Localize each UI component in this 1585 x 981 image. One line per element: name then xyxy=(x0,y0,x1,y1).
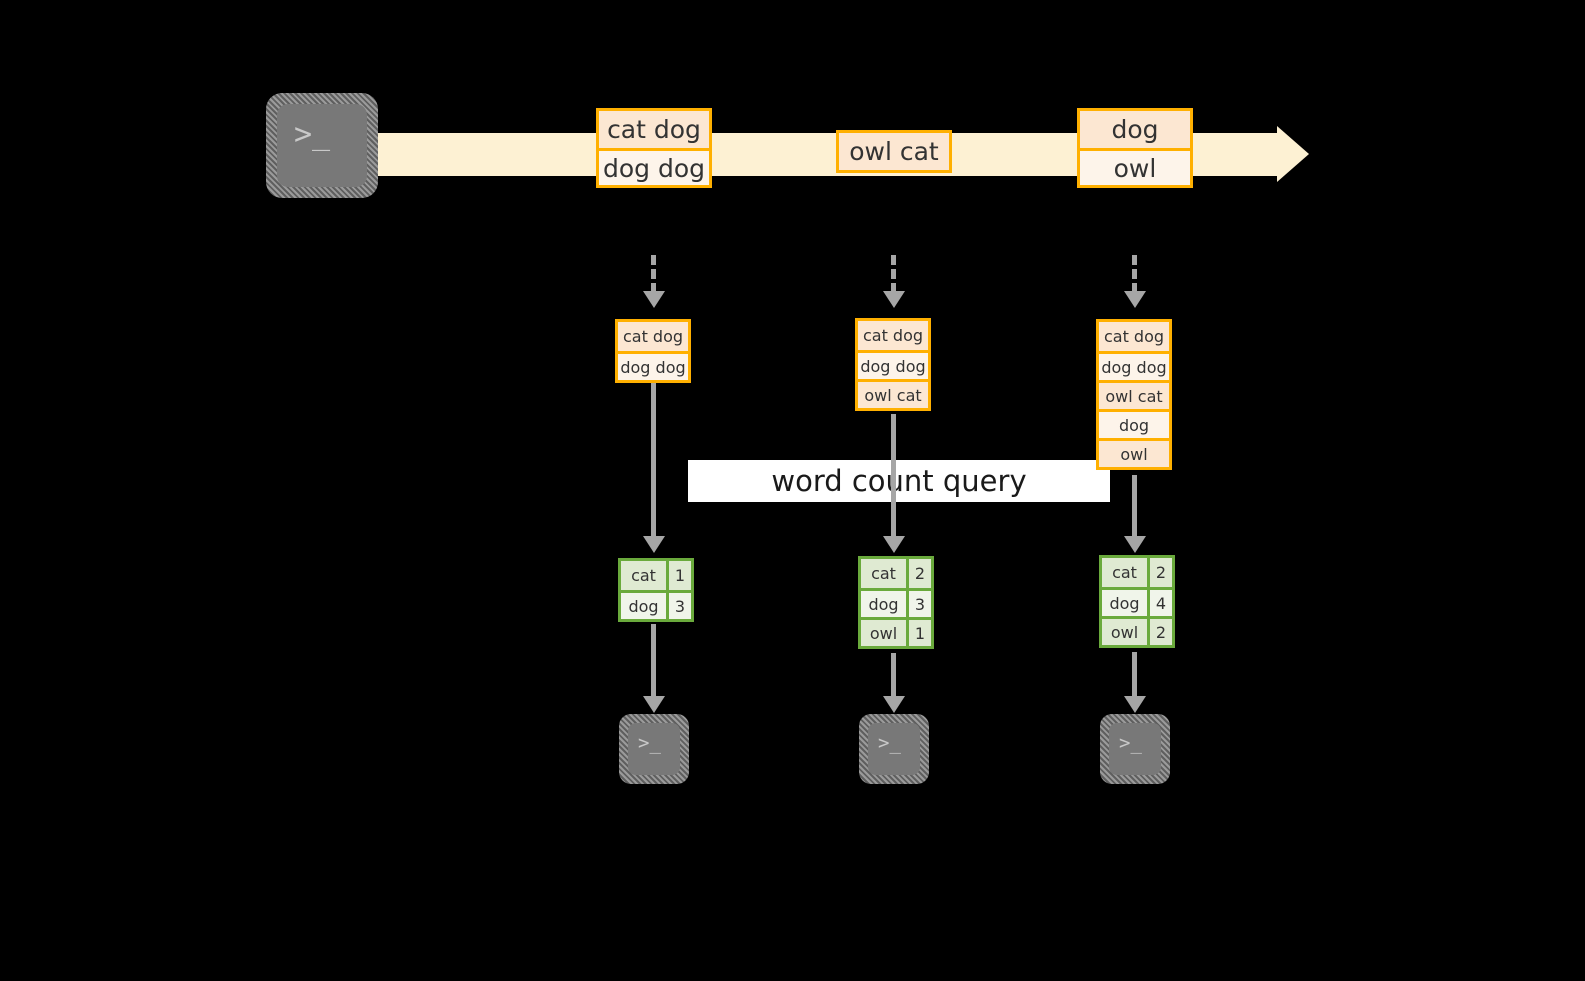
stage-3-consumer-arrowhead xyxy=(1124,696,1146,713)
accumulated-record: cat dog xyxy=(858,321,928,350)
result-word: dog xyxy=(861,591,906,617)
stage-3-result-arrowhead xyxy=(1124,536,1146,553)
result-count: 2 xyxy=(1147,619,1172,645)
terminal-screen: >_ xyxy=(628,723,680,775)
stage-2-result-table[interactable]: cat 2 dog 3 owl 1 xyxy=(858,556,934,649)
stage-1-result-to-consumer-connector xyxy=(651,624,656,698)
result-row: dog 4 xyxy=(1102,587,1172,616)
stage-2-connector-overlay xyxy=(891,460,896,502)
stream-to-stage-3-connector xyxy=(1132,255,1137,293)
stream-record: dog dog xyxy=(599,148,709,185)
stage-2-result-to-consumer-connector xyxy=(891,653,896,698)
stage-3-result-to-consumer-connector xyxy=(1132,652,1137,698)
result-count: 2 xyxy=(906,559,931,588)
stream-to-stage-1-arrowhead xyxy=(643,291,665,308)
stream-record: dog xyxy=(1080,111,1190,148)
result-count: 4 xyxy=(1147,590,1172,616)
stage-2-result-arrowhead xyxy=(883,536,905,553)
stream-record-group-1[interactable]: cat dog dog dog xyxy=(596,108,712,188)
result-row: dog 3 xyxy=(621,590,691,619)
stage-1-accumulated-to-result-connector xyxy=(651,383,656,538)
accumulated-record: owl xyxy=(1099,438,1169,467)
result-word: dog xyxy=(1102,590,1147,616)
terminal-screen: >_ xyxy=(277,104,367,187)
stage-2-consumer-terminal-icon[interactable]: >_ xyxy=(859,714,929,784)
accumulated-record: dog dog xyxy=(618,351,688,380)
stream-arrowhead xyxy=(1277,126,1309,182)
accumulated-record: cat dog xyxy=(618,322,688,351)
result-count: 1 xyxy=(666,561,691,590)
stream-record: cat dog xyxy=(599,111,709,148)
result-row: cat 2 xyxy=(861,559,931,588)
stage-2-consumer-arrowhead xyxy=(883,696,905,713)
terminal-screen: >_ xyxy=(868,723,920,775)
accumulated-record: owl cat xyxy=(1099,380,1169,409)
stream-record: owl xyxy=(1080,148,1190,185)
result-word: cat xyxy=(621,561,666,590)
result-count: 2 xyxy=(1147,558,1172,587)
terminal-prompt-glyph: >_ xyxy=(294,117,331,152)
result-row: cat 2 xyxy=(1102,558,1172,587)
result-row: cat 1 xyxy=(621,561,691,590)
result-word: dog xyxy=(621,593,666,619)
result-row: dog 3 xyxy=(861,588,931,617)
accumulated-record: dog dog xyxy=(1099,351,1169,380)
accumulated-record: owl cat xyxy=(858,379,928,408)
stream-to-stage-2-connector xyxy=(891,255,896,293)
accumulated-record: cat dog xyxy=(1099,322,1169,351)
stage-1-accumulated-table[interactable]: cat dog dog dog xyxy=(615,319,691,383)
query-label-band: word count query xyxy=(688,460,1110,502)
result-row: owl 1 xyxy=(861,617,931,646)
stage-1-result-table[interactable]: cat 1 dog 3 xyxy=(618,558,694,622)
query-label: word count query xyxy=(771,464,1027,498)
stage-2-accumulated-table[interactable]: cat dog dog dog owl cat xyxy=(855,318,931,411)
stage-3-result-table[interactable]: cat 2 dog 4 owl 2 xyxy=(1099,555,1175,648)
result-count: 3 xyxy=(906,591,931,617)
stage-1-result-arrowhead xyxy=(643,536,665,553)
result-row: owl 2 xyxy=(1102,616,1172,645)
result-word: cat xyxy=(1102,558,1147,587)
result-word: cat xyxy=(861,559,906,588)
terminal-prompt-glyph: >_ xyxy=(638,732,661,754)
result-count: 3 xyxy=(666,593,691,619)
result-word: owl xyxy=(861,620,906,646)
stream-to-stage-3-arrowhead xyxy=(1124,291,1146,308)
stream-to-stage-1-connector xyxy=(651,255,656,293)
result-word: owl xyxy=(1102,619,1147,645)
stage-3-consumer-terminal-icon[interactable]: >_ xyxy=(1100,714,1170,784)
result-count: 1 xyxy=(906,620,931,646)
accumulated-record: dog dog xyxy=(858,350,928,379)
terminal-prompt-glyph: >_ xyxy=(878,732,901,754)
terminal-screen: >_ xyxy=(1109,723,1161,775)
stage-3-accumulated-table[interactable]: cat dog dog dog owl cat dog owl xyxy=(1096,319,1172,470)
stage-1-consumer-terminal-icon[interactable]: >_ xyxy=(619,714,689,784)
terminal-prompt-glyph: >_ xyxy=(1119,732,1142,754)
stream-to-stage-2-arrowhead xyxy=(883,291,905,308)
accumulated-record: dog xyxy=(1099,409,1169,438)
stage-3-accumulated-to-result-connector xyxy=(1132,475,1137,538)
stream-record: owl cat xyxy=(839,133,949,170)
producer-terminal-icon[interactable]: >_ xyxy=(266,93,378,198)
stream-record-group-2[interactable]: owl cat xyxy=(836,130,952,173)
stream-record-group-3[interactable]: dog owl xyxy=(1077,108,1193,188)
stage-1-consumer-arrowhead xyxy=(643,696,665,713)
